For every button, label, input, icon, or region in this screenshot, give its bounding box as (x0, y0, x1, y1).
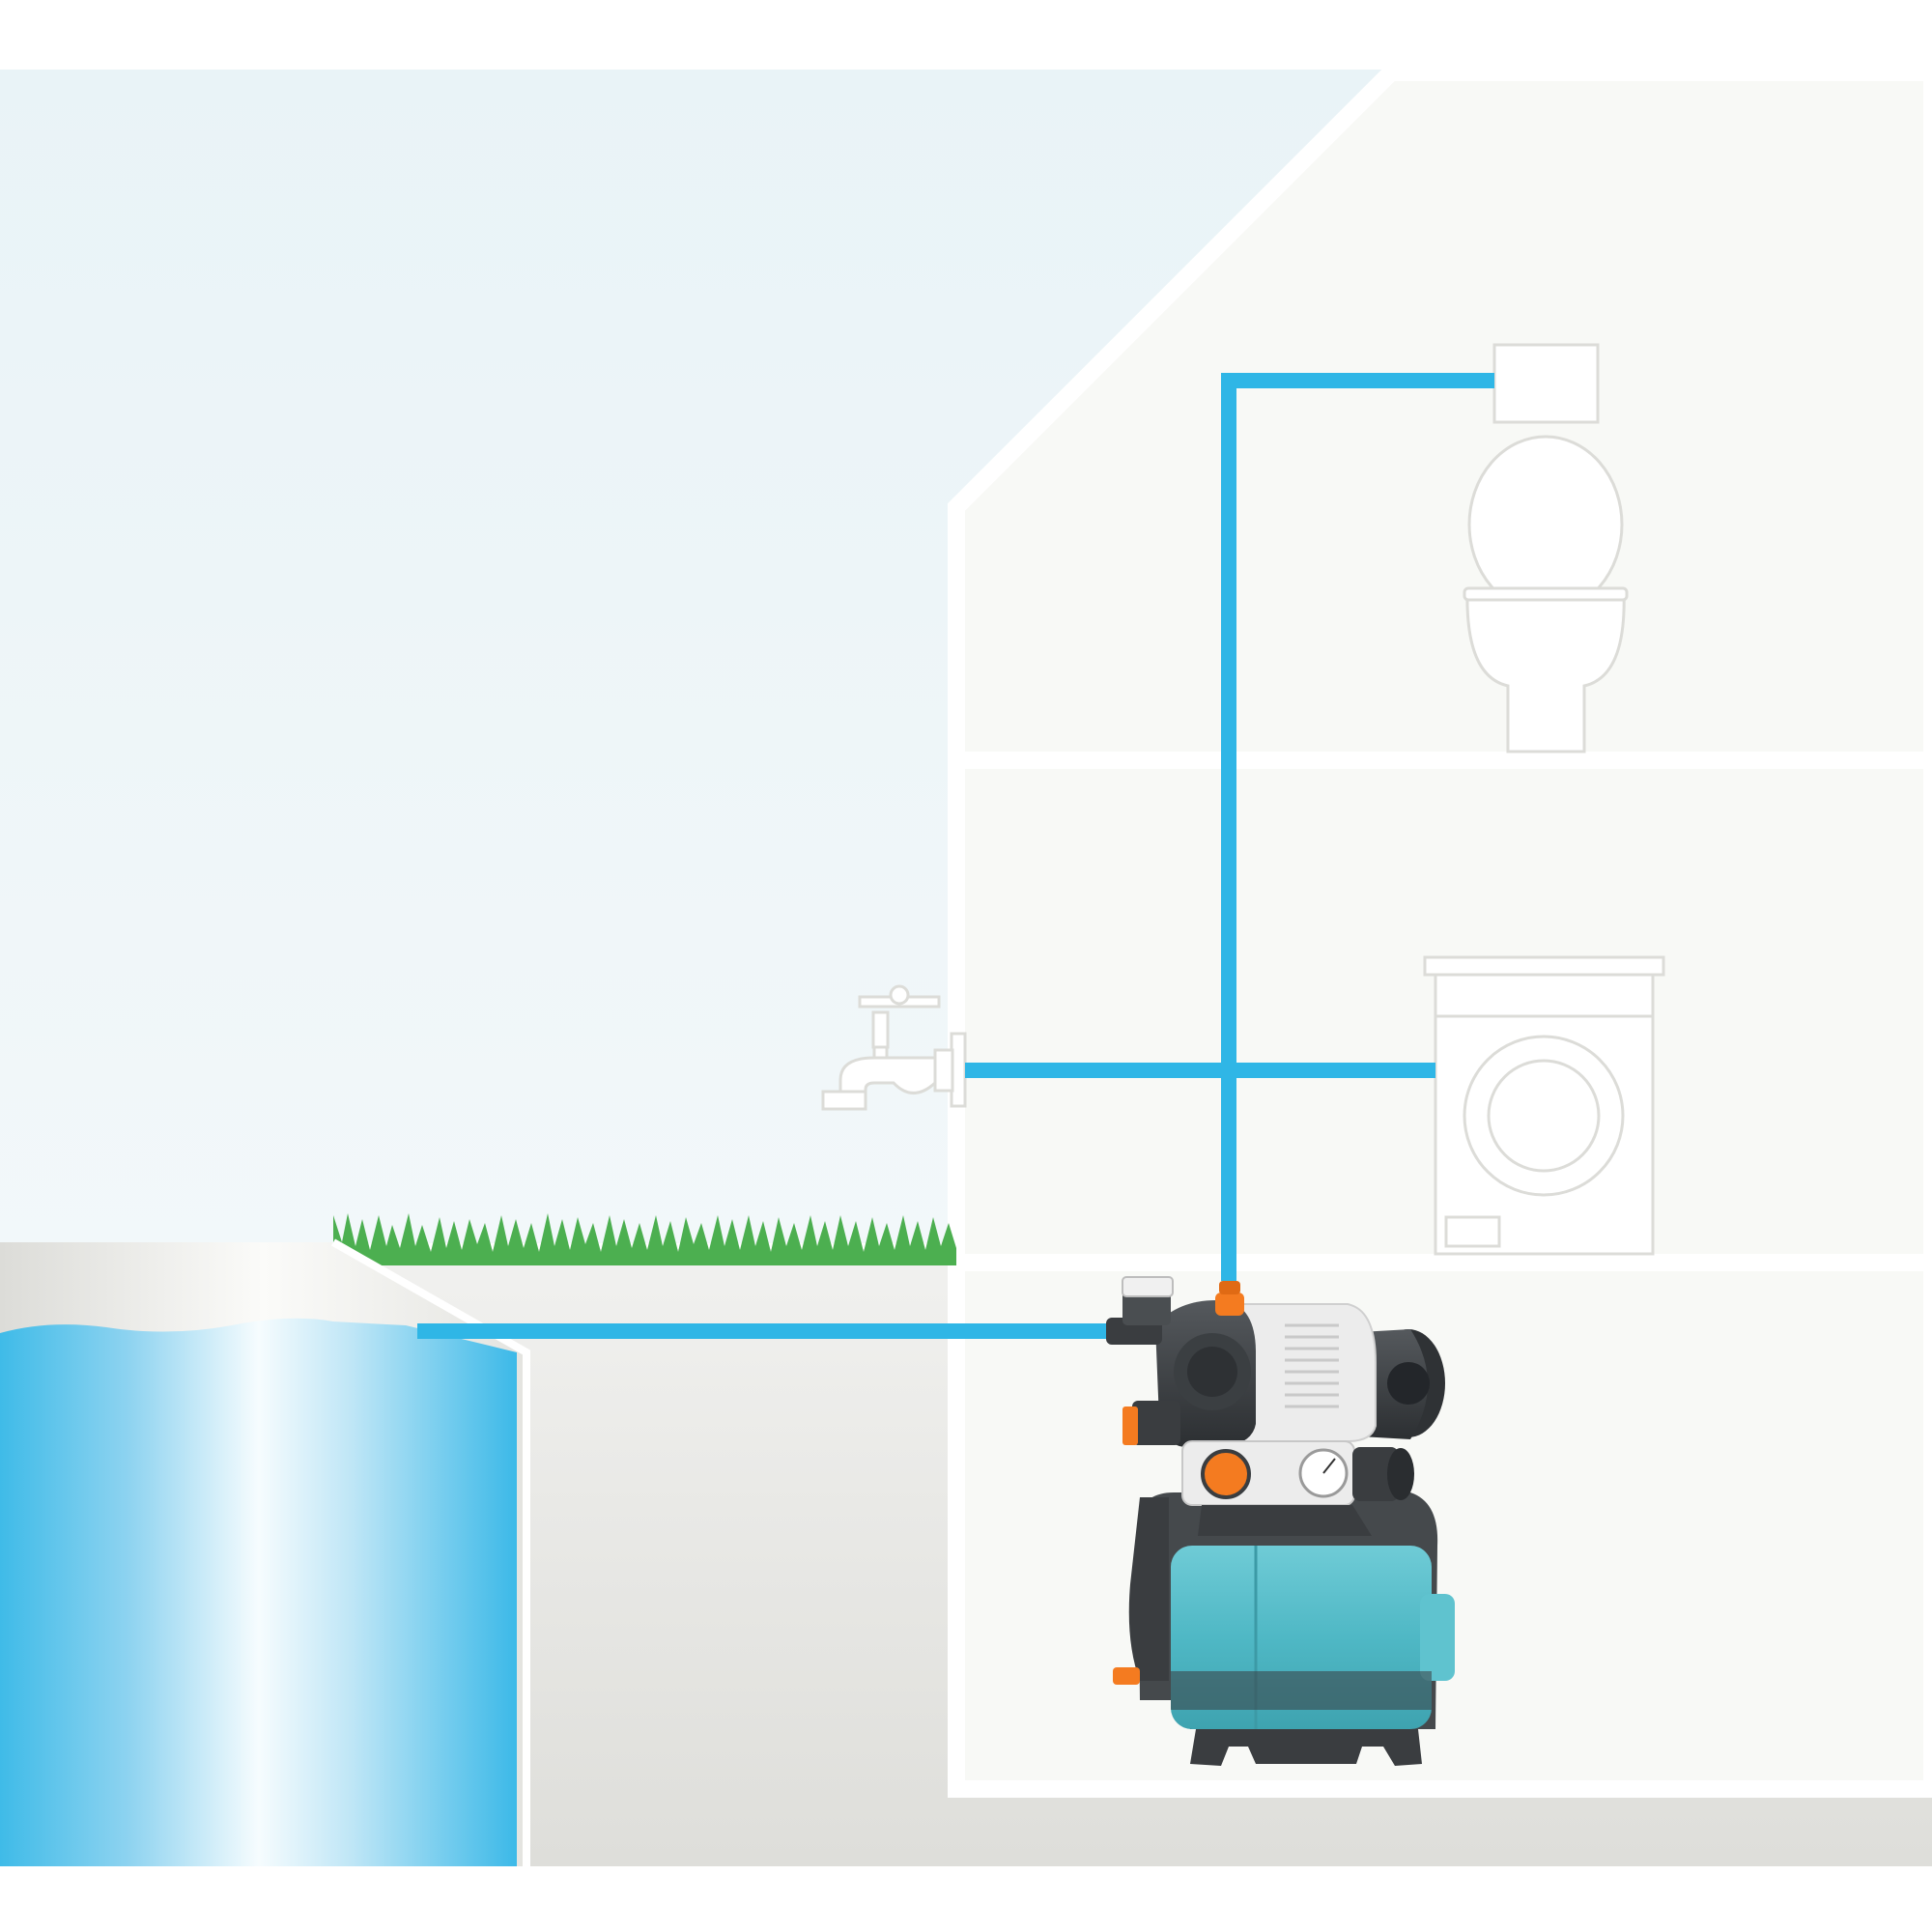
water-tank (0, 1238, 530, 1866)
washer-top (1423, 955, 1665, 977)
toilet-seat (1463, 586, 1629, 602)
pump-drain-plug (1113, 1667, 1140, 1685)
toilet-lid (1467, 435, 1624, 614)
domestic-water-pump (1106, 1276, 1455, 1766)
water-tank-water (0, 1318, 517, 1866)
floor-branch-pipe (965, 1063, 1435, 1078)
suction-pipe (417, 1323, 1113, 1339)
pump-feet (1190, 1729, 1422, 1766)
riser-pipe (1221, 373, 1236, 1281)
washer-door-inner (1487, 1059, 1601, 1173)
washing-machine-icon (1423, 955, 1665, 1256)
toilet-icon (1463, 343, 1629, 753)
grass-strip (333, 1213, 956, 1265)
water-pipes (417, 373, 1494, 1339)
pump-outlet (1215, 1293, 1244, 1316)
floor-divider-lower (956, 1254, 1932, 1271)
garden-tap-icon (821, 984, 967, 1111)
toilet-branch-pipe (1221, 373, 1494, 388)
floor-divider-upper (956, 752, 1932, 769)
washer-drawer (1444, 1215, 1501, 1248)
toilet-bowl (1465, 589, 1626, 753)
pump-pressure-switch (1201, 1449, 1251, 1499)
toilet-cistern (1492, 343, 1600, 424)
pump-fill-cap (1122, 1276, 1174, 1297)
